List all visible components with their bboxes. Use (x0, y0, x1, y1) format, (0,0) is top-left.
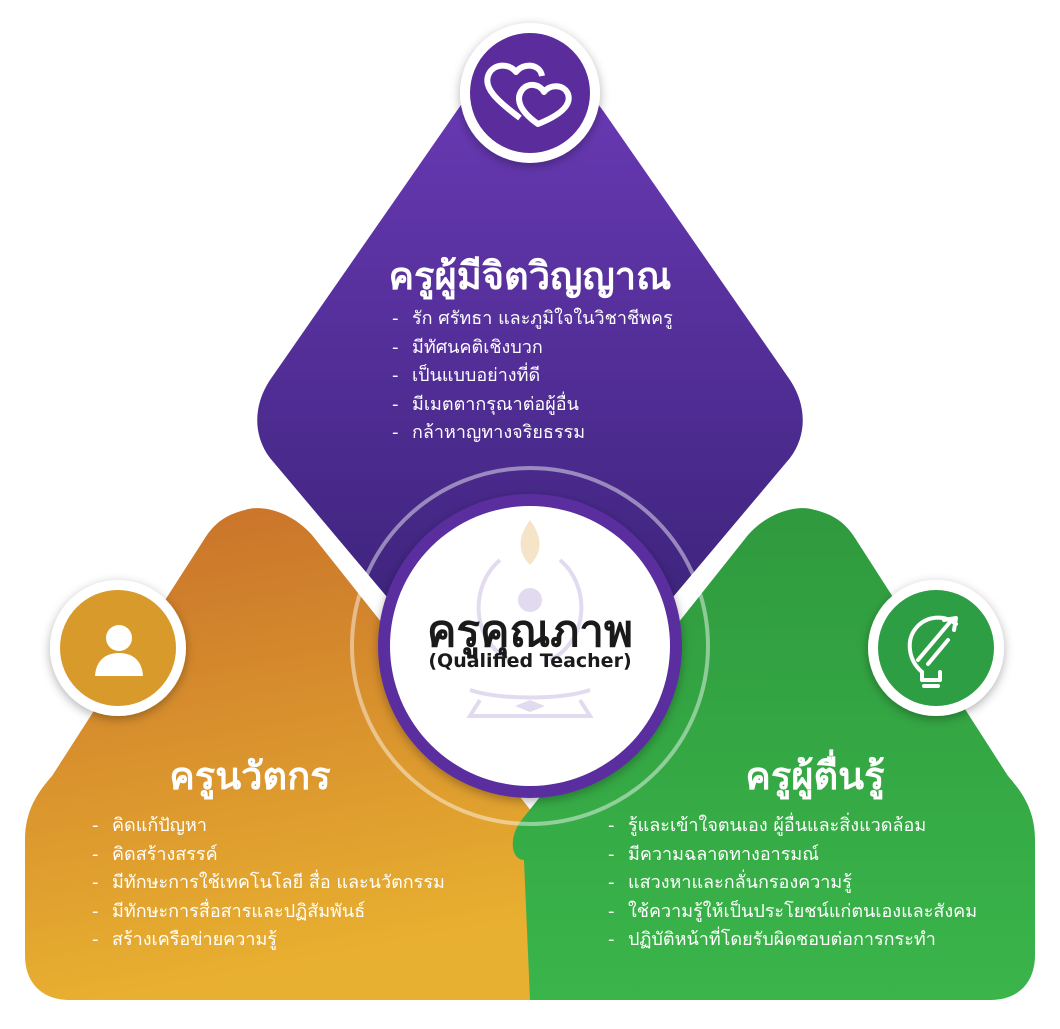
list-item: มีทัศนคติเชิงบวก (392, 334, 673, 363)
top-title: ครูผู้มีจิตวิญญาณ (388, 254, 672, 298)
top-badge (470, 33, 590, 153)
watermark-logo (466, 520, 594, 718)
person-icon (95, 625, 143, 676)
left-list: คิดแก้ปัญหา คิดสร้างสรรค์ มีทักษะการใช้เ… (92, 812, 445, 955)
list-item: รัก ศรัทธา และภูมิใจในวิชาชีพครู (392, 305, 673, 334)
list-item: ปฏิบัติหน้าที่โดยรับผิดชอบต่อการกระทำ (608, 926, 977, 955)
lightbulb-growth-icon (907, 615, 958, 688)
list-item: มีความฉลาดทางอารมณ์ (608, 841, 977, 870)
list-item: มีทักษะการใช้เทคโนโลยี สื่อ และนวัตกรรม (92, 869, 445, 898)
left-title: ครูนวัตกร (169, 754, 331, 798)
list-item: มีทักษะการสื่อสารและปฏิสัมพันธ์ (92, 898, 445, 927)
right-list: รู้และเข้าใจตนเอง ผู้อื่นและสิ่งแวดล้อม … (608, 812, 977, 955)
list-item: กล้าหาญทางจริยธรรม (392, 419, 673, 448)
list-item: สร้างเครือข่ายความรู้ (92, 926, 445, 955)
right-badge (878, 590, 994, 706)
center-outer-ring (350, 466, 710, 826)
list-item: แสวงหาและกลั่นกรองความรู้ (608, 869, 977, 898)
list-item: รู้และเข้าใจตนเอง ผู้อื่นและสิ่งแวดล้อม (608, 812, 977, 841)
center-disc (390, 506, 670, 786)
list-item: คิดสร้างสรรค์ (92, 841, 445, 870)
list-item: เป็นแบบอย่างที่ดี (392, 362, 673, 391)
list-item: มีเมตตากรุณาต่อผู้อื่น (392, 391, 673, 420)
top-list: รัก ศรัทธา และภูมิใจในวิชาชีพครู มีทัศนค… (392, 305, 673, 448)
hearts-icon (484, 62, 572, 127)
right-title: ครูผู้ตื่นรู้ (745, 754, 885, 798)
list-item: ใช้ความรู้ให้เป็นประโยชน์แก่ตนเองและสังค… (608, 898, 977, 927)
list-item: คิดแก้ปัญหา (92, 812, 445, 841)
center-title: ครูคุณภาพ (426, 606, 634, 657)
center-subtitle: (Qualified Teacher) (428, 650, 632, 672)
